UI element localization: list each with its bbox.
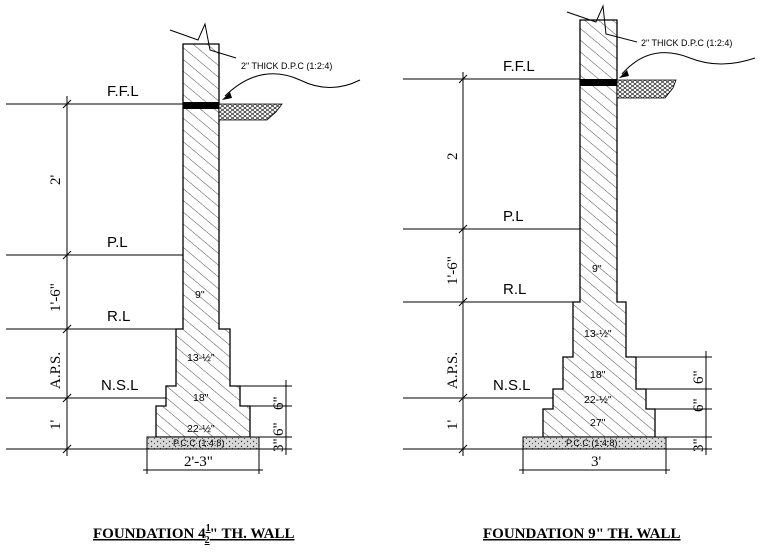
right-pcc-label: P.C.C (1:4:8) (566, 438, 617, 448)
left-width-13: 13-½" (187, 352, 215, 364)
right-soil-fill (616, 79, 677, 99)
left-dim-1ft: 1' (48, 420, 64, 431)
left-rise-6b: 6" (271, 422, 287, 436)
right-dim-1ft: 1' (445, 420, 461, 431)
left-soil-fill (218, 103, 283, 121)
right-dpc-block (580, 79, 617, 86)
right-dim-2: 2 (445, 153, 461, 161)
right-pl-label: P.L (503, 208, 524, 225)
tick (62, 393, 72, 403)
left-pcc-bed (146, 436, 260, 450)
left-dpc-leader (224, 73, 361, 97)
right-caption: FOUNDATION 9" TH. WALL (483, 526, 681, 542)
left-ffl-label: F.F.L (107, 83, 139, 100)
right-dpc-leader (621, 52, 756, 75)
right-width-22: 22-½" (584, 394, 612, 406)
tick (458, 224, 468, 234)
right-pcc-bed (522, 436, 667, 450)
tick (62, 444, 72, 454)
right-dim-1-6: 1'-6" (445, 256, 461, 285)
right-base-width: 3' (591, 454, 602, 470)
right-dpc-arrow (619, 70, 629, 78)
left-dim-aps: A.P.S. (48, 352, 64, 389)
left-dim-2ft: 2' (48, 175, 64, 186)
right-dim-aps: A.P.S. (445, 352, 461, 389)
left-foundation: F.F.L P.L R.L N.S.L 2' 1'-6" A.P.S. 1' 2… (6, 22, 361, 546)
left-width-22: 22-½" (187, 423, 215, 435)
right-rise-3: 3" (691, 438, 707, 452)
right-foundation: F.F.L P.L R.L N.S.L 2 1'-6" A.P.S. 1' 2"… (403, 4, 756, 542)
left-rl-label: R.L (107, 308, 130, 325)
left-dim-1-6: 1'-6" (48, 283, 64, 312)
left-base-width: 2'-3" (184, 454, 213, 470)
right-width-9: 9" (592, 263, 602, 275)
left-width-9: 9" (195, 289, 205, 301)
right-break-mark (566, 4, 638, 43)
right-rl-label: R.L (503, 281, 526, 298)
right-width-13: 13-½" (584, 328, 612, 340)
tick (458, 297, 468, 307)
right-dpc-note: 2" THICK D.P.C (1:2:4) (641, 38, 732, 48)
left-width-18: 18" (193, 392, 209, 404)
tick (458, 74, 468, 84)
left-pcc-label: P.C.C (1:4:8) (173, 438, 224, 448)
right-rise-6a: 6" (691, 370, 707, 384)
left-pl-label: P.L (107, 234, 128, 251)
right-width-18: 18" (590, 369, 606, 381)
left-dpc-arrow (222, 92, 232, 100)
tick (62, 99, 72, 109)
left-nsl-label: N.S.L (101, 377, 139, 394)
right-width-27: 27" (590, 417, 606, 429)
left-dpc-block (183, 102, 219, 109)
tick (62, 324, 72, 334)
tick (458, 393, 468, 403)
tick (458, 444, 468, 454)
right-nsl-label: N.S.L (493, 377, 531, 394)
left-dpc-note: 2" THICK D.P.C (1:2:4) (241, 61, 332, 71)
left-rise-3: 3" (271, 438, 287, 452)
right-rise-6b: 6" (691, 398, 707, 412)
left-rise-6a: 6" (271, 396, 287, 410)
right-ffl-label: F.F.L (503, 58, 535, 75)
left-break-mark (169, 22, 237, 59)
tick (62, 250, 72, 260)
